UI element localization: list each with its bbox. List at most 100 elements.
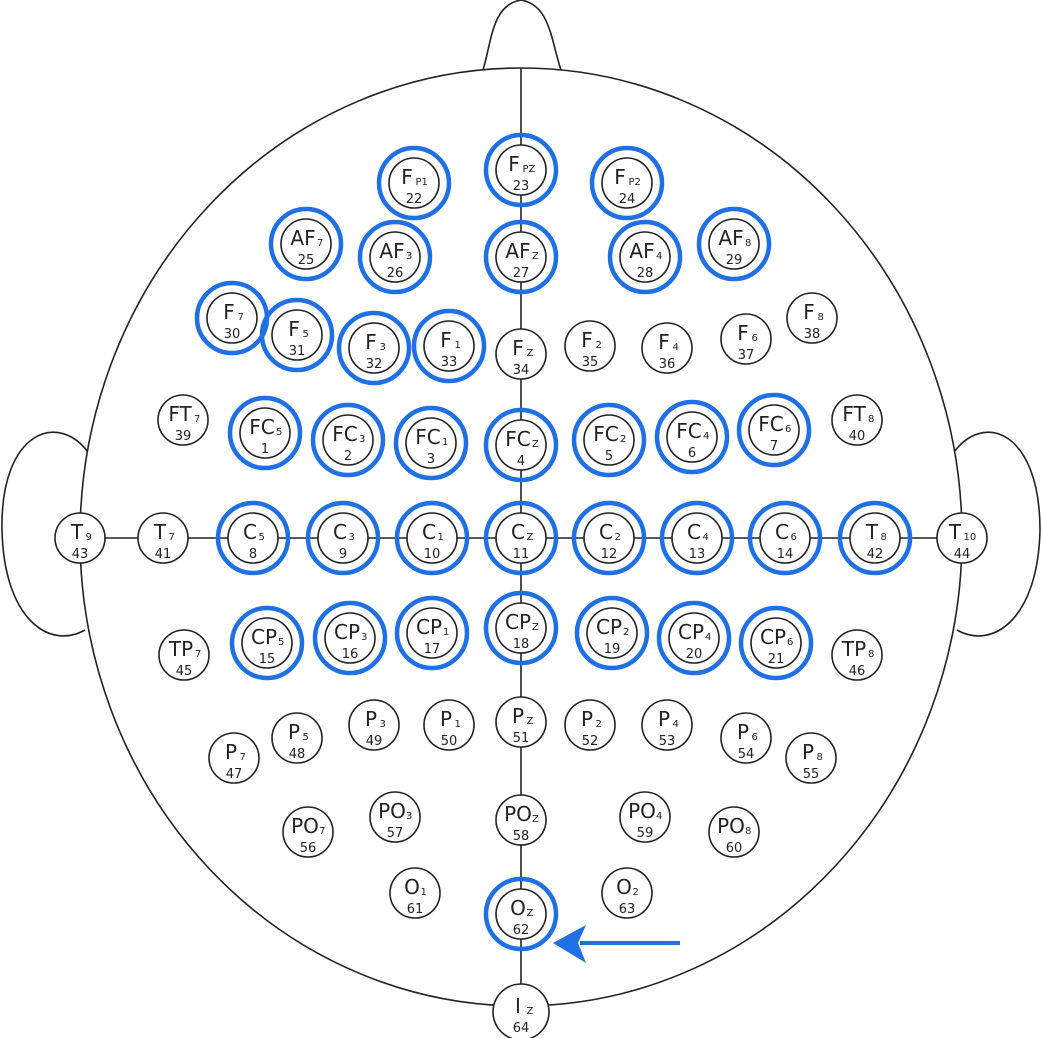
electrode-number: 37: [738, 348, 755, 363]
highlight-ring: [336, 310, 412, 386]
electrode-number: 64: [513, 1021, 530, 1036]
electrode-label: CP: [505, 610, 531, 634]
electrode-label: C: [775, 520, 789, 544]
electrode-number: 49: [366, 734, 383, 749]
electrode-number: 43: [72, 547, 89, 562]
highlight-ring: [483, 407, 559, 483]
electrode-circle: [405, 417, 457, 469]
electrode-subscript: 3: [380, 719, 386, 730]
electrode-label: FC: [758, 412, 783, 436]
electrode-label: T: [70, 520, 84, 544]
electrode-number: 15: [259, 652, 276, 667]
highlight-ring: [310, 402, 386, 478]
electrode-label: F: [223, 300, 235, 324]
electrode-subscript: 1: [443, 627, 449, 638]
electrode-subscript: 4: [703, 532, 709, 543]
electrode-label: F: [581, 328, 593, 352]
highlight-ring: [696, 206, 772, 282]
electrode-label: CP: [760, 625, 786, 649]
electrode-label: PO: [378, 799, 406, 823]
electrode-subscript: 1: [455, 340, 461, 351]
highlight-ring: [305, 500, 381, 576]
electrode-circle: [280, 218, 332, 270]
electrode-circle: [239, 407, 291, 459]
electrode-circle: [495, 231, 547, 283]
electrode-circle: [157, 394, 209, 446]
electrode-label: C: [511, 520, 525, 544]
electrode-label: F: [508, 152, 520, 176]
electrode-label: CP: [251, 625, 277, 649]
electrode-number: 59: [637, 826, 654, 841]
highlight-ring: [571, 500, 647, 576]
highlight-ring: [394, 500, 470, 576]
electrode-number: 57: [387, 826, 404, 841]
highlight-ring: [268, 206, 344, 282]
electrode-label: O: [616, 875, 632, 899]
